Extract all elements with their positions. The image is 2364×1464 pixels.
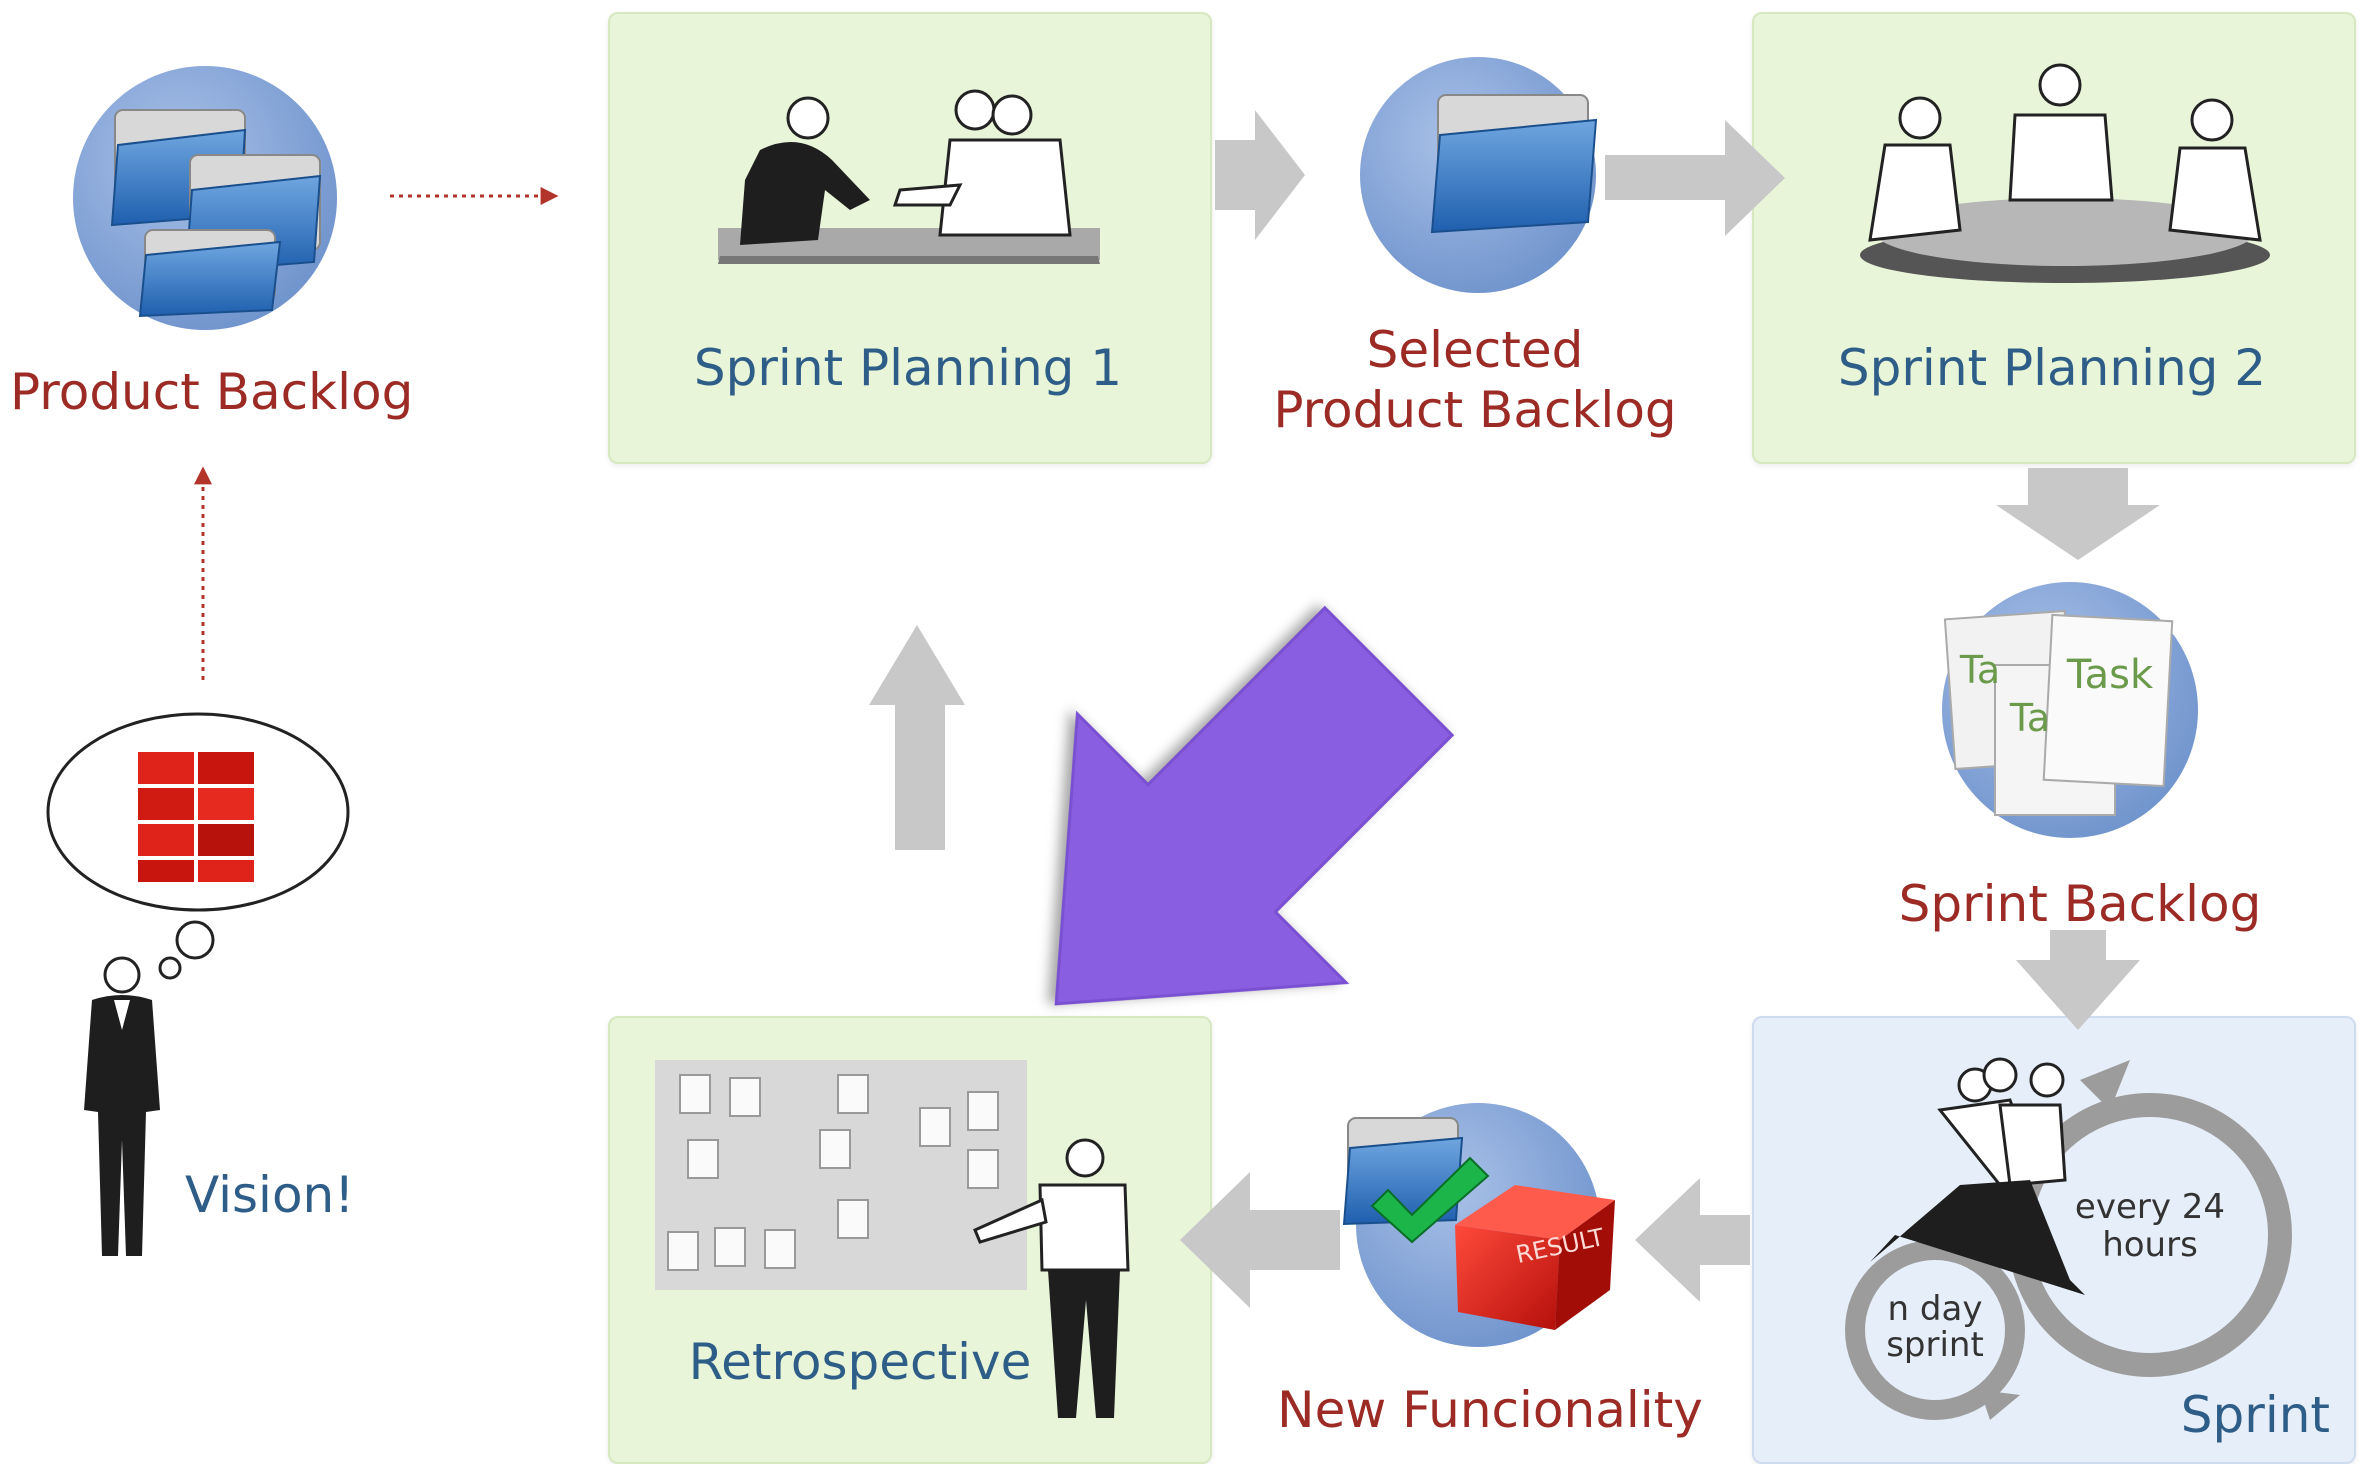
- task-card-label-3: Ta: [2009, 696, 2051, 740]
- meeting-icon: [718, 89, 1100, 264]
- selected-backlog-label-line1: Selected: [1366, 321, 1584, 379]
- sprint-length-line2: sprint: [1886, 1325, 1984, 1365]
- checkmark-icon: [1370, 1156, 1490, 1244]
- round-table-icon: [1860, 63, 2270, 283]
- product-backlog-label: Product Backlog: [10, 363, 414, 421]
- daily-cycle-line2: hours: [2102, 1225, 2198, 1265]
- thought-bubble-icon: [46, 712, 350, 980]
- visionary-man-icon: [84, 956, 160, 1256]
- new-functionality-icon: [1342, 1103, 1615, 1347]
- presenter-icon: [973, 1138, 1130, 1418]
- sprint-backlog-label: Sprint Backlog: [1898, 875, 2262, 933]
- selected-product-backlog-icon: [1360, 57, 1598, 293]
- sprint-planning-2-label: Sprint Planning 2: [1837, 339, 2267, 397]
- folder-icon: [110, 109, 322, 318]
- daily-cycle-line1: every 24: [2074, 1187, 2226, 1227]
- task-card-icon: [1943, 609, 2174, 816]
- product-backlog-icon: [73, 66, 337, 330]
- retrospective-label: Retrospective: [688, 1333, 1032, 1391]
- task-card-label-1: Task: [2066, 652, 2154, 698]
- new-functionality-label: New Funcionality: [1277, 1381, 1703, 1439]
- brick-wall-icon: [138, 752, 254, 882]
- sprint-label: Sprint: [2180, 1386, 2330, 1444]
- task-card-label-2: Ta: [1959, 648, 2001, 692]
- here-callout-arrow: [1054, 605, 1455, 1006]
- vision-label: Vision!: [185, 1166, 355, 1224]
- sticky-note-icon: [667, 1074, 999, 1271]
- retrospective-board: [655, 1060, 1027, 1290]
- runner-icon: [1870, 1057, 2085, 1295]
- sprint-backlog-icon: [1942, 582, 2198, 838]
- flow-arrow: [869, 110, 2160, 1308]
- sprint-length-line1: n day: [1887, 1289, 1983, 1329]
- result-cube-icon: [1455, 1185, 1615, 1330]
- selected-backlog-label-line2: Product Backlog: [1273, 381, 1677, 439]
- sprint-planning-1-label: Sprint Planning 1: [693, 339, 1123, 397]
